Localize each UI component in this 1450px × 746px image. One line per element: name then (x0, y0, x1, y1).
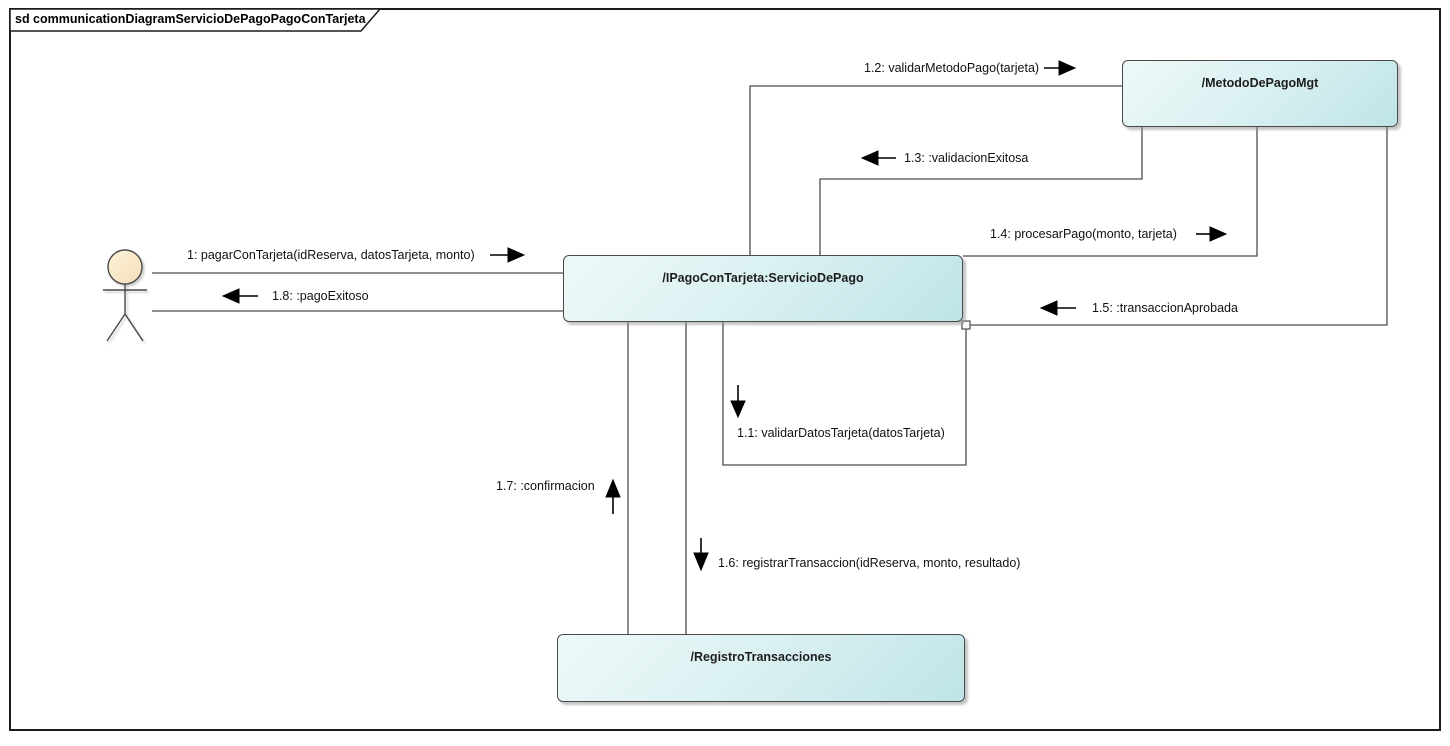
arrow-right-icon-m1-4 (1196, 226, 1228, 242)
message-label-1-4[interactable]: 1.4: procesarPago(monto, tarjeta) (990, 227, 1177, 241)
object-node-registro-transacciones[interactable]: /RegistroTransacciones (557, 634, 965, 702)
frame-title-tab (9, 8, 382, 32)
link-metodo-servicio-1-5[interactable] (970, 127, 1388, 326)
actor-leg-right (124, 313, 144, 342)
message-label-1-8[interactable]: 1.8: :pagoExitoso (272, 289, 369, 303)
actor-head (107, 249, 143, 285)
arrow-left-icon-m1-3 (860, 150, 896, 166)
arrow-right-icon-m1-2 (1044, 60, 1077, 76)
object-label: /IPagoConTarjeta:ServicioDePago (662, 271, 864, 285)
message-label-1-7[interactable]: 1.7: :confirmacion (496, 479, 595, 493)
message-label-1-1[interactable]: 1.1: validarDatosTarjeta(datosTarjeta) (737, 426, 945, 440)
arrow-down-icon-m1-1 (730, 385, 746, 419)
message-label-1-6[interactable]: 1.6: registrarTransaccion(idReserva, mon… (718, 556, 1021, 570)
arrow-down-icon-m1-6 (693, 538, 709, 572)
link-servicio-metodo-1-4[interactable] (963, 127, 1258, 257)
arrow-left-icon-m1-8 (221, 288, 258, 304)
link-servicio-self-1-1[interactable] (722, 322, 967, 466)
arrow-up-icon-m1-7 (605, 478, 621, 514)
diagram-frame (9, 8, 1441, 731)
actor-figure[interactable] (103, 249, 147, 342)
arrow-right-icon-m1 (490, 247, 526, 263)
connector-anchor-handle[interactable] (961, 320, 971, 330)
message-label-1-3[interactable]: 1.3: :validacionExitosa (904, 151, 1029, 165)
object-node-servicio-de-pago[interactable]: /IPagoConTarjeta:ServicioDePago (563, 255, 963, 322)
object-label: /RegistroTransacciones (690, 650, 832, 664)
message-label-1-5[interactable]: 1.5: :transaccionAprobada (1092, 301, 1238, 315)
diagram-title: sd communicationDiagramServicioDePagoPag… (15, 12, 366, 26)
link-metodo-servicio-1-3[interactable] (819, 127, 1143, 255)
actor-leg-left (106, 313, 126, 342)
object-node-metododepagomgt[interactable]: /MetodoDePagoMgt (1122, 60, 1398, 127)
link-servicio-metodo-1-2[interactable] (749, 85, 1122, 255)
object-label: /MetodoDePagoMgt (1201, 76, 1319, 90)
arrow-left-icon-m1-5 (1039, 300, 1076, 316)
message-label-1[interactable]: 1: pagarConTarjeta(idReserva, datosTarje… (187, 248, 475, 262)
message-label-1-2[interactable]: 1.2: validarMetodoPago(tarjeta) (864, 61, 1040, 75)
